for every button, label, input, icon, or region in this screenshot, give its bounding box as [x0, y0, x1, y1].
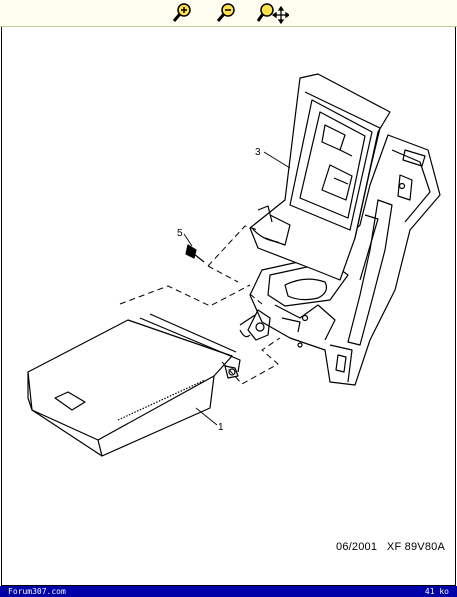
- viewer-toolbar: [0, 0, 457, 27]
- zoom-out-button[interactable]: [212, 1, 242, 25]
- file-size: 41 ko: [424, 587, 449, 596]
- callout-1: 1: [218, 422, 224, 433]
- zoom-pan-icon: [256, 3, 289, 24]
- zoom-in-icon: [172, 3, 191, 22]
- backrest-panel: [249, 73, 391, 281]
- seat-exploded-diagram: 3 5 1: [27, 73, 441, 457]
- screw-part: [185, 244, 205, 263]
- site-link[interactable]: Forum307.com: [8, 587, 66, 596]
- callout-leader-lines: [183, 151, 291, 426]
- document-reference: 06/2001 XF 89V80A: [336, 541, 445, 553]
- callout-5: 5: [177, 228, 183, 239]
- zoom-pan-button[interactable]: [256, 1, 290, 25]
- zoom-in-button[interactable]: [168, 1, 198, 25]
- seat-cushion: [27, 313, 241, 457]
- assembly-guide-lines: [119, 225, 281, 385]
- status-bar: Forum307.com 41 ko: [0, 586, 457, 597]
- zoom-out-icon: [216, 3, 235, 22]
- callout-3: 3: [255, 147, 261, 158]
